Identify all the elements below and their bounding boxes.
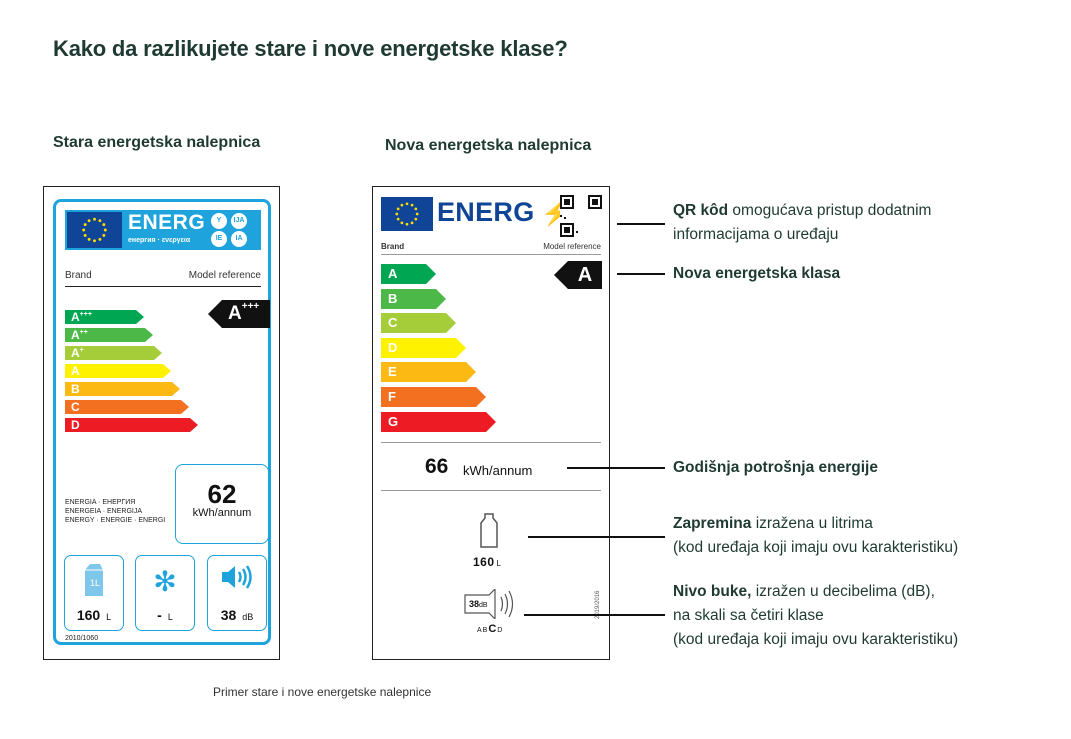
old-model-label: Model reference bbox=[188, 270, 261, 281]
old-class-bar: A++ bbox=[65, 328, 153, 342]
old-class-bar: D bbox=[65, 418, 198, 432]
new-kwh-value: 66 bbox=[425, 455, 449, 478]
lang-code-badge: IJA bbox=[231, 213, 247, 229]
noise-annotation: Nivo buke, izražen u decibelima (dB),na … bbox=[673, 583, 959, 648]
old-kwh-value: 62 bbox=[207, 479, 237, 509]
leader-line bbox=[528, 536, 665, 538]
leader-line bbox=[617, 223, 665, 225]
new-brand-label: Brand bbox=[381, 242, 405, 251]
new-energ-logo: ENERG bbox=[437, 197, 535, 227]
old-kwh-unit: kWh/annum bbox=[192, 507, 252, 519]
new-noise-value: 38dB bbox=[469, 599, 488, 609]
leader-line bbox=[524, 614, 665, 616]
old-energy-words: ENERGIA · ЕНЕРГИЯ ENERGEIA · ENERGIJA EN… bbox=[65, 499, 166, 524]
old-label-frame: ENERG енергия · ενεργεια Y IJA IE IA Bra… bbox=[53, 199, 271, 645]
new-class-bar: B bbox=[381, 288, 446, 309]
old-energy-label: ENERG енергия · ενεργεια Y IJA IE IA Bra… bbox=[43, 186, 280, 660]
energy-annotation: Godišnja potrošnja energije bbox=[673, 459, 878, 476]
old-energ-logo: ENERG bbox=[128, 211, 206, 234]
qr-code-icon[interactable] bbox=[560, 195, 602, 237]
speaker-icon bbox=[464, 589, 514, 619]
new-class-bar: E bbox=[381, 362, 476, 383]
svg-text:1L: 1L bbox=[90, 578, 100, 588]
new-class-bar: G bbox=[381, 411, 496, 432]
old-class-bar: A+++ bbox=[65, 310, 144, 324]
class-annotation: Nova energetska klasa bbox=[673, 265, 841, 282]
new-model-label: Model reference bbox=[543, 242, 601, 251]
old-label-heading: Stara energetska nalepnica bbox=[53, 134, 261, 151]
new-class-bar: A bbox=[381, 264, 436, 284]
volume-annotation: Zapremina izražena u litrima(kod uređaja… bbox=[673, 515, 959, 556]
old-class-bar: B bbox=[65, 382, 180, 396]
old-class-bar: A+ bbox=[65, 346, 162, 360]
eu-flag-icon bbox=[381, 197, 433, 231]
bottle-icon bbox=[480, 513, 498, 548]
new-kwh-unit: kWh/annum bbox=[463, 463, 533, 478]
lang-code-badge: IA bbox=[231, 231, 247, 247]
leader-line bbox=[617, 273, 665, 275]
lang-code-badge: Y bbox=[211, 213, 227, 229]
leader-line bbox=[567, 467, 665, 469]
old-freezer-box: ✻ -L bbox=[135, 555, 195, 631]
new-class-bar: C bbox=[381, 313, 456, 334]
lang-code-badge: IE bbox=[211, 231, 227, 247]
divider bbox=[381, 254, 601, 255]
old-energ-subtitle: енергия · ενεργεια bbox=[128, 237, 191, 244]
old-volume-value: 160 bbox=[76, 607, 101, 623]
new-rating-arrow: A bbox=[554, 261, 602, 289]
divider bbox=[381, 442, 601, 443]
old-freezer-value: - bbox=[157, 607, 162, 623]
old-label-header: ENERG енергия · ενεργεια Y IJA IE IA bbox=[65, 210, 261, 250]
old-noise-value: 38 bbox=[220, 607, 237, 623]
eu-flag-icon bbox=[67, 212, 122, 248]
new-class-bar: D bbox=[381, 337, 466, 358]
old-brand-label: Brand bbox=[65, 270, 92, 281]
old-class-bar: A bbox=[65, 364, 171, 378]
old-rating-arrow: A+++ bbox=[208, 300, 270, 328]
divider bbox=[65, 286, 261, 287]
old-regulation: 2010/1060 bbox=[65, 635, 99, 642]
noise-class-scale: ABCD bbox=[477, 623, 504, 635]
speaker-icon bbox=[208, 562, 266, 602]
old-kwh-box: 62 kWh/annum bbox=[175, 464, 269, 544]
old-class-bar: C bbox=[65, 400, 189, 414]
milk-carton-icon: 1L bbox=[65, 562, 123, 602]
page-title: Kako da razlikujete stare i nove energet… bbox=[53, 36, 568, 61]
new-label-heading: Nova energetska nalepnica bbox=[385, 137, 592, 154]
snowflake-icon: ✻ bbox=[153, 566, 177, 597]
figure-caption: Primer stare i nove energetske nalepnice bbox=[213, 685, 432, 699]
new-class-bar: F bbox=[381, 387, 486, 407]
divider bbox=[381, 490, 601, 491]
